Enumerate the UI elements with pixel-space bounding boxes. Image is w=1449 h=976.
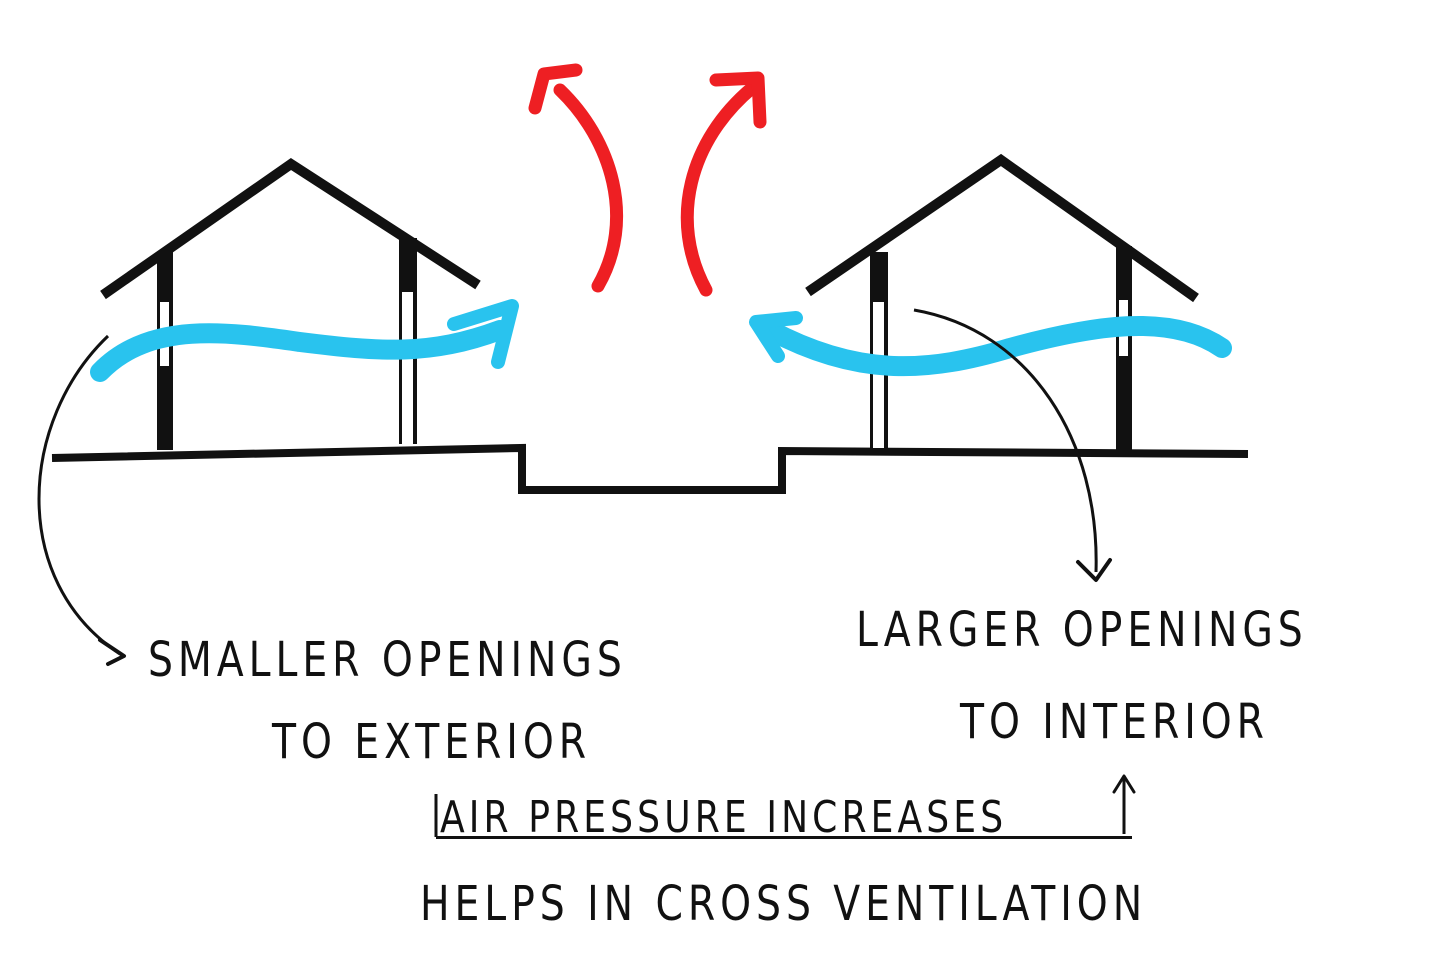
- left-house-outer-wall: [157, 252, 173, 450]
- helps-cross-ventilation-label: HELPS IN CROSS VENTILATION: [420, 876, 1148, 932]
- breeze-right-icon: [749, 311, 1232, 377]
- ground-line: [51, 443, 1249, 494]
- pointer-right-icon: [913, 308, 1112, 582]
- smaller-openings-label: SMALLER OPENINGS: [148, 632, 627, 688]
- breeze-left-icon: [90, 299, 519, 382]
- air-pressure-label: AIR PRESSURE INCREASES: [440, 792, 1008, 843]
- air-pressure-underline: [436, 836, 1132, 839]
- to-exterior-label: TO EXTERIOR: [272, 714, 591, 770]
- pointer-left-icon: [37, 334, 126, 666]
- right-house: [805, 153, 1199, 454]
- right-house-roof: [805, 153, 1199, 303]
- left-house: [100, 157, 481, 450]
- hot-air-left-icon: [528, 63, 623, 293]
- larger-openings-label: LARGER OPENINGS: [856, 602, 1308, 658]
- right-house-outer-wall: [1116, 246, 1132, 454]
- to-interior-label: TO INTERIOR: [960, 694, 1269, 750]
- up-arrow-icon: [1112, 774, 1136, 834]
- hot-air-right-icon: [680, 71, 767, 297]
- right-house-inner-wall: [870, 252, 888, 448]
